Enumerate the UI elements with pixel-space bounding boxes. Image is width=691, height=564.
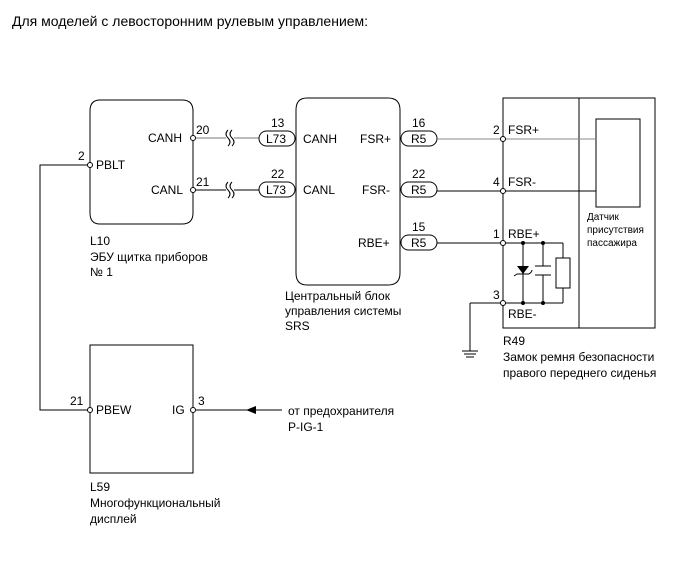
r49-pin3-number: 3 — [493, 288, 500, 302]
l10-pin-canh-label: CANH — [148, 131, 183, 145]
pin-l10-canh — [190, 135, 196, 141]
r49-pin-fsrp-label: FSR+ — [508, 123, 540, 137]
srs-pin16-number: 16 — [412, 116, 426, 130]
srs-pin13-number: 13 — [271, 116, 285, 130]
pin-l10-pblt — [87, 162, 93, 168]
l59-code: L59 — [90, 480, 111, 494]
zener-diode-triangle — [517, 266, 529, 274]
l10-pin20-number: 20 — [196, 123, 210, 137]
r49-code: R49 — [503, 334, 526, 348]
connector-r5-fsrm — [400, 181, 438, 198]
pin-r49-rbem — [500, 300, 506, 306]
pin-l10-canl — [190, 187, 196, 193]
connector-l73-canl-label: L73 — [266, 183, 287, 197]
srs-pin15-number: 15 — [412, 220, 426, 234]
r49-pin2-number: 2 — [493, 123, 500, 137]
srs-pin-fsrm-label: FSR- — [362, 183, 390, 197]
connector-r5-fsrp-label: R5 — [411, 132, 427, 146]
resistor — [555, 257, 571, 289]
fuse-arrow — [246, 406, 256, 414]
sensor-label-line3: пассажира — [587, 238, 637, 249]
r49-name-line1: Замок ремня безопасности — [503, 350, 655, 364]
l10-pin-pblt-label: PBLT — [96, 158, 126, 172]
pin-r49-fsrm — [500, 188, 506, 194]
l59-pin-pbew-label: PBEW — [96, 403, 132, 417]
pin-l59-pbew — [87, 407, 93, 413]
srs-name-line3: SRS — [285, 319, 310, 333]
l10-pin-canl-label: CANL — [151, 183, 184, 197]
r49-pin-fsrm-label: FSR- — [508, 175, 536, 189]
r49-pin-rbep-label: RBE+ — [508, 227, 540, 241]
pin-l59-ig — [190, 407, 196, 413]
wire-break-canl — [225, 181, 235, 199]
l10-name-line2: № 1 — [90, 265, 113, 279]
srs-pin-canl-label: CANL — [303, 183, 336, 197]
wire-break-canh — [225, 129, 235, 147]
l10-code: L10 — [90, 234, 111, 248]
connector-r5-rbep-label: R5 — [411, 236, 427, 250]
srs-pin22r-number: 22 — [412, 167, 426, 181]
fuse-source-line1: от предохранителя — [288, 404, 395, 418]
l59-pin-ig-label: IG — [172, 403, 185, 417]
srs-unit-box — [295, 97, 401, 286]
srs-name-line1: Центральный блок — [285, 289, 390, 303]
r49-pin4-number: 4 — [493, 175, 500, 189]
wire-pblt-pbew — [39, 164, 90, 411]
l10-ecu-box — [89, 99, 194, 225]
connector-l73-canh — [258, 130, 296, 147]
srs-name-line2: управления системы — [285, 304, 402, 318]
l59-name-line1: Многофункциональный — [90, 496, 221, 510]
r49-pin1-number: 1 — [493, 227, 500, 241]
r49-name-line2: правого переднего сиденья — [503, 366, 657, 380]
l10-pin21-number: 21 — [196, 175, 210, 189]
l10-name-line1: ЭБУ щитка приборов — [90, 250, 208, 264]
srs-pin-canh-label: CANH — [303, 132, 338, 146]
srs-pin-rbep-label: RBE+ — [358, 236, 390, 250]
fuse-source-line2: P-IG-1 — [288, 420, 324, 434]
l10-pin2-number: 2 — [78, 149, 85, 163]
srs-pin22-number: 22 — [271, 167, 285, 181]
r49-pin-rbem-label: RBE- — [508, 307, 537, 321]
l59-pin21-number: 21 — [70, 394, 84, 408]
sensor-label-line1: Датчик — [587, 212, 619, 223]
page-heading: Для моделей с левосторонним рулевым упра… — [12, 13, 369, 29]
pin-r49-fsrp — [500, 136, 506, 142]
connector-l73-canl — [258, 181, 296, 198]
pin-r49-rbep — [500, 240, 506, 246]
sensor-element — [595, 118, 641, 208]
sensor-outer-box — [578, 97, 656, 329]
sensor-label-line2: присутствия — [587, 225, 644, 236]
connector-l73-canh-label: L73 — [266, 132, 287, 146]
l59-name-line2: дисплей — [90, 512, 137, 526]
l59-pin3-number: 3 — [198, 394, 205, 408]
srs-pin-fsrp-label: FSR+ — [360, 132, 392, 146]
connector-r5-fsrm-label: R5 — [411, 183, 427, 197]
